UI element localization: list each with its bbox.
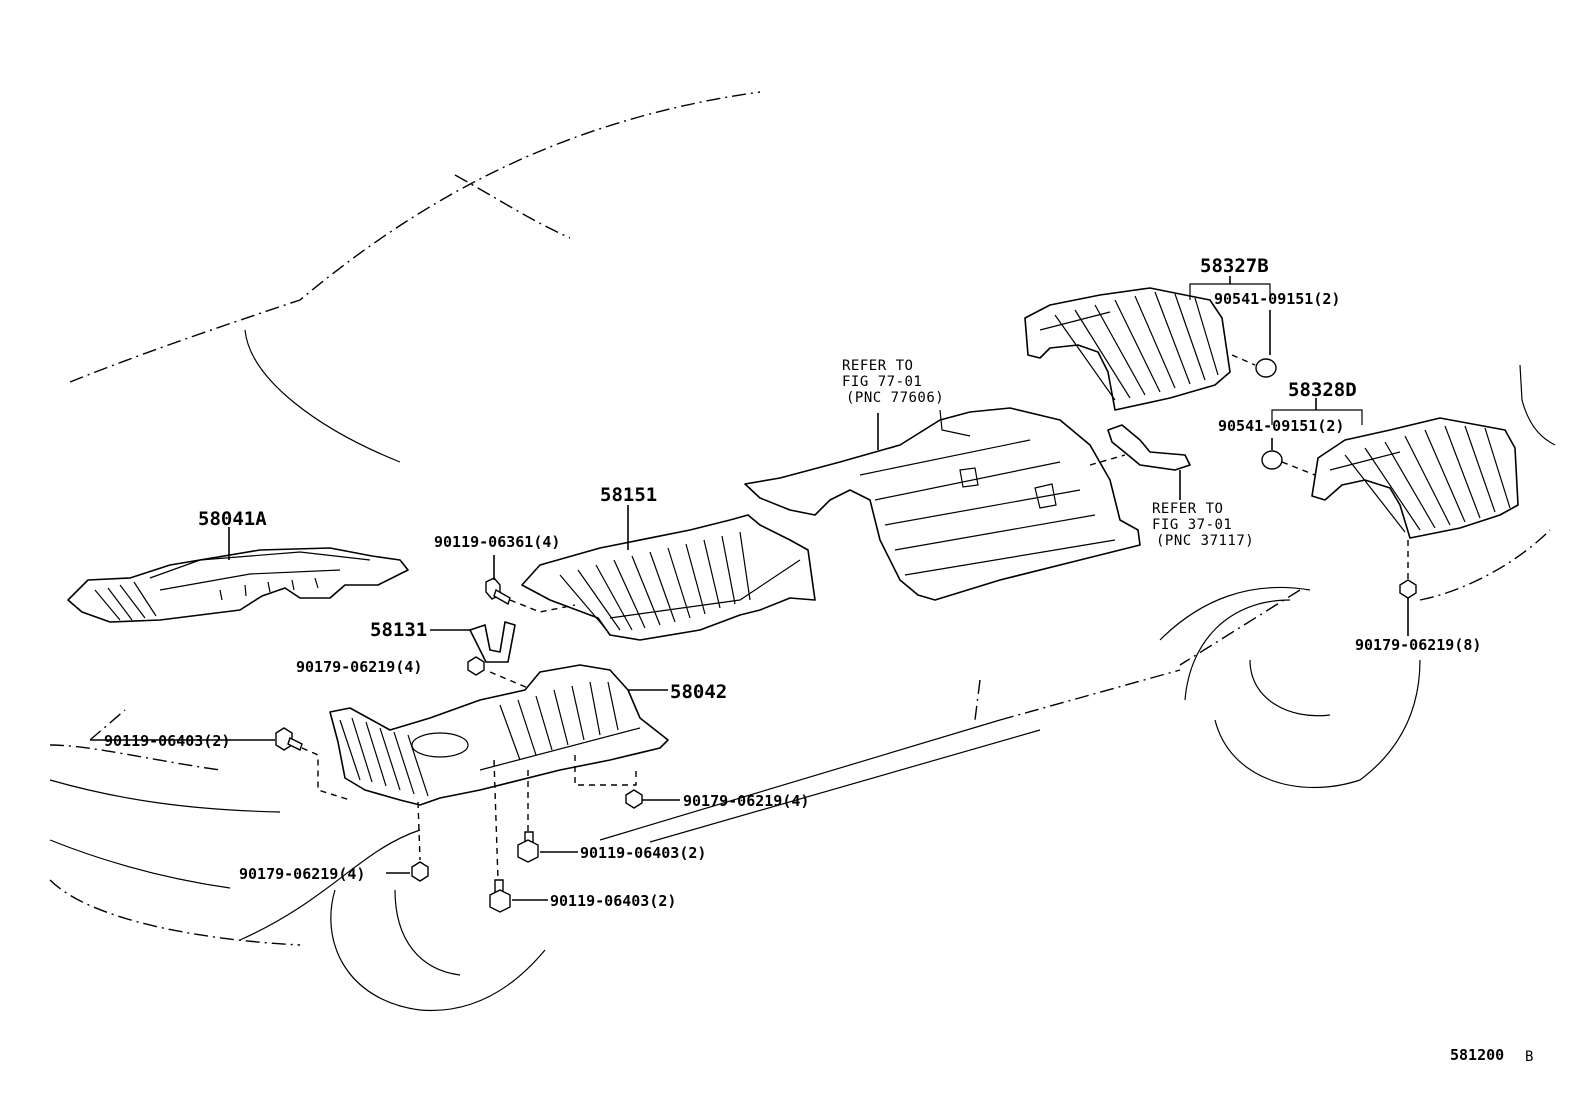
bolt-icon (517, 831, 539, 863)
label-90119-06361: 90119-06361(4) (434, 533, 560, 551)
ref-77-line2: FIG 77-01 (842, 374, 922, 390)
label-58327b: 58327B (1200, 255, 1269, 277)
part-58328d-shape (1311, 417, 1519, 539)
ref-37-line3: (PNC 37117) (1156, 533, 1254, 549)
label-58041a: 58041A (198, 508, 267, 530)
bolt-icon (489, 879, 511, 913)
clip-icon (1261, 450, 1283, 470)
ref-37-line1: REFER TO (1152, 501, 1223, 517)
ref-37-line2: FIG 37-01 (1152, 517, 1232, 533)
label-90179-06219-b: 90179-06219(4) (683, 792, 809, 810)
diagram-id: 581200 (1450, 1046, 1504, 1064)
nut-icon (625, 789, 643, 809)
label-90179-06219-a: 90179-06219(4) (296, 658, 422, 676)
label-90119-06403-left: 90119-06403(2) (104, 732, 230, 750)
label-58131: 58131 (370, 619, 427, 641)
label-90541-09151-b: 90541-09151(2) (1218, 417, 1344, 435)
label-90179-06219-8: 90179-06219(8) (1355, 636, 1481, 654)
ref-77-line1: REFER TO (842, 358, 913, 374)
label-58042: 58042 (670, 681, 727, 703)
part-58041a-shape (67, 547, 409, 623)
part-58042-shape (329, 664, 669, 806)
label-90179-06219-c: 90179-06219(4) (239, 865, 365, 883)
nut-icon (1399, 579, 1417, 599)
label-90119-06403-low: 90119-06403(2) (550, 892, 676, 910)
label-90119-06403-mid: 90119-06403(2) (580, 844, 706, 862)
label-58328d: 58328D (1288, 379, 1357, 401)
car-body-outline (49, 91, 1556, 1012)
diagram-id-suffix: B (1525, 1049, 1534, 1065)
part-58131-shape (469, 621, 516, 663)
bolt-icon (485, 577, 511, 606)
nut-icon (411, 861, 429, 882)
part-58151-shape (521, 514, 816, 641)
label-90541-09151-a: 90541-09151(2) (1214, 290, 1340, 308)
part-58327b-shape (1024, 287, 1231, 411)
bracket-reference-shape (1107, 424, 1191, 471)
bolt-icon (275, 727, 303, 751)
nut-icon (467, 656, 485, 676)
floor-pan-reference-shape (744, 407, 1141, 601)
ref-77-line3: (PNC 77606) (846, 390, 944, 406)
clip-icon (1255, 358, 1277, 378)
label-58151: 58151 (600, 484, 657, 506)
